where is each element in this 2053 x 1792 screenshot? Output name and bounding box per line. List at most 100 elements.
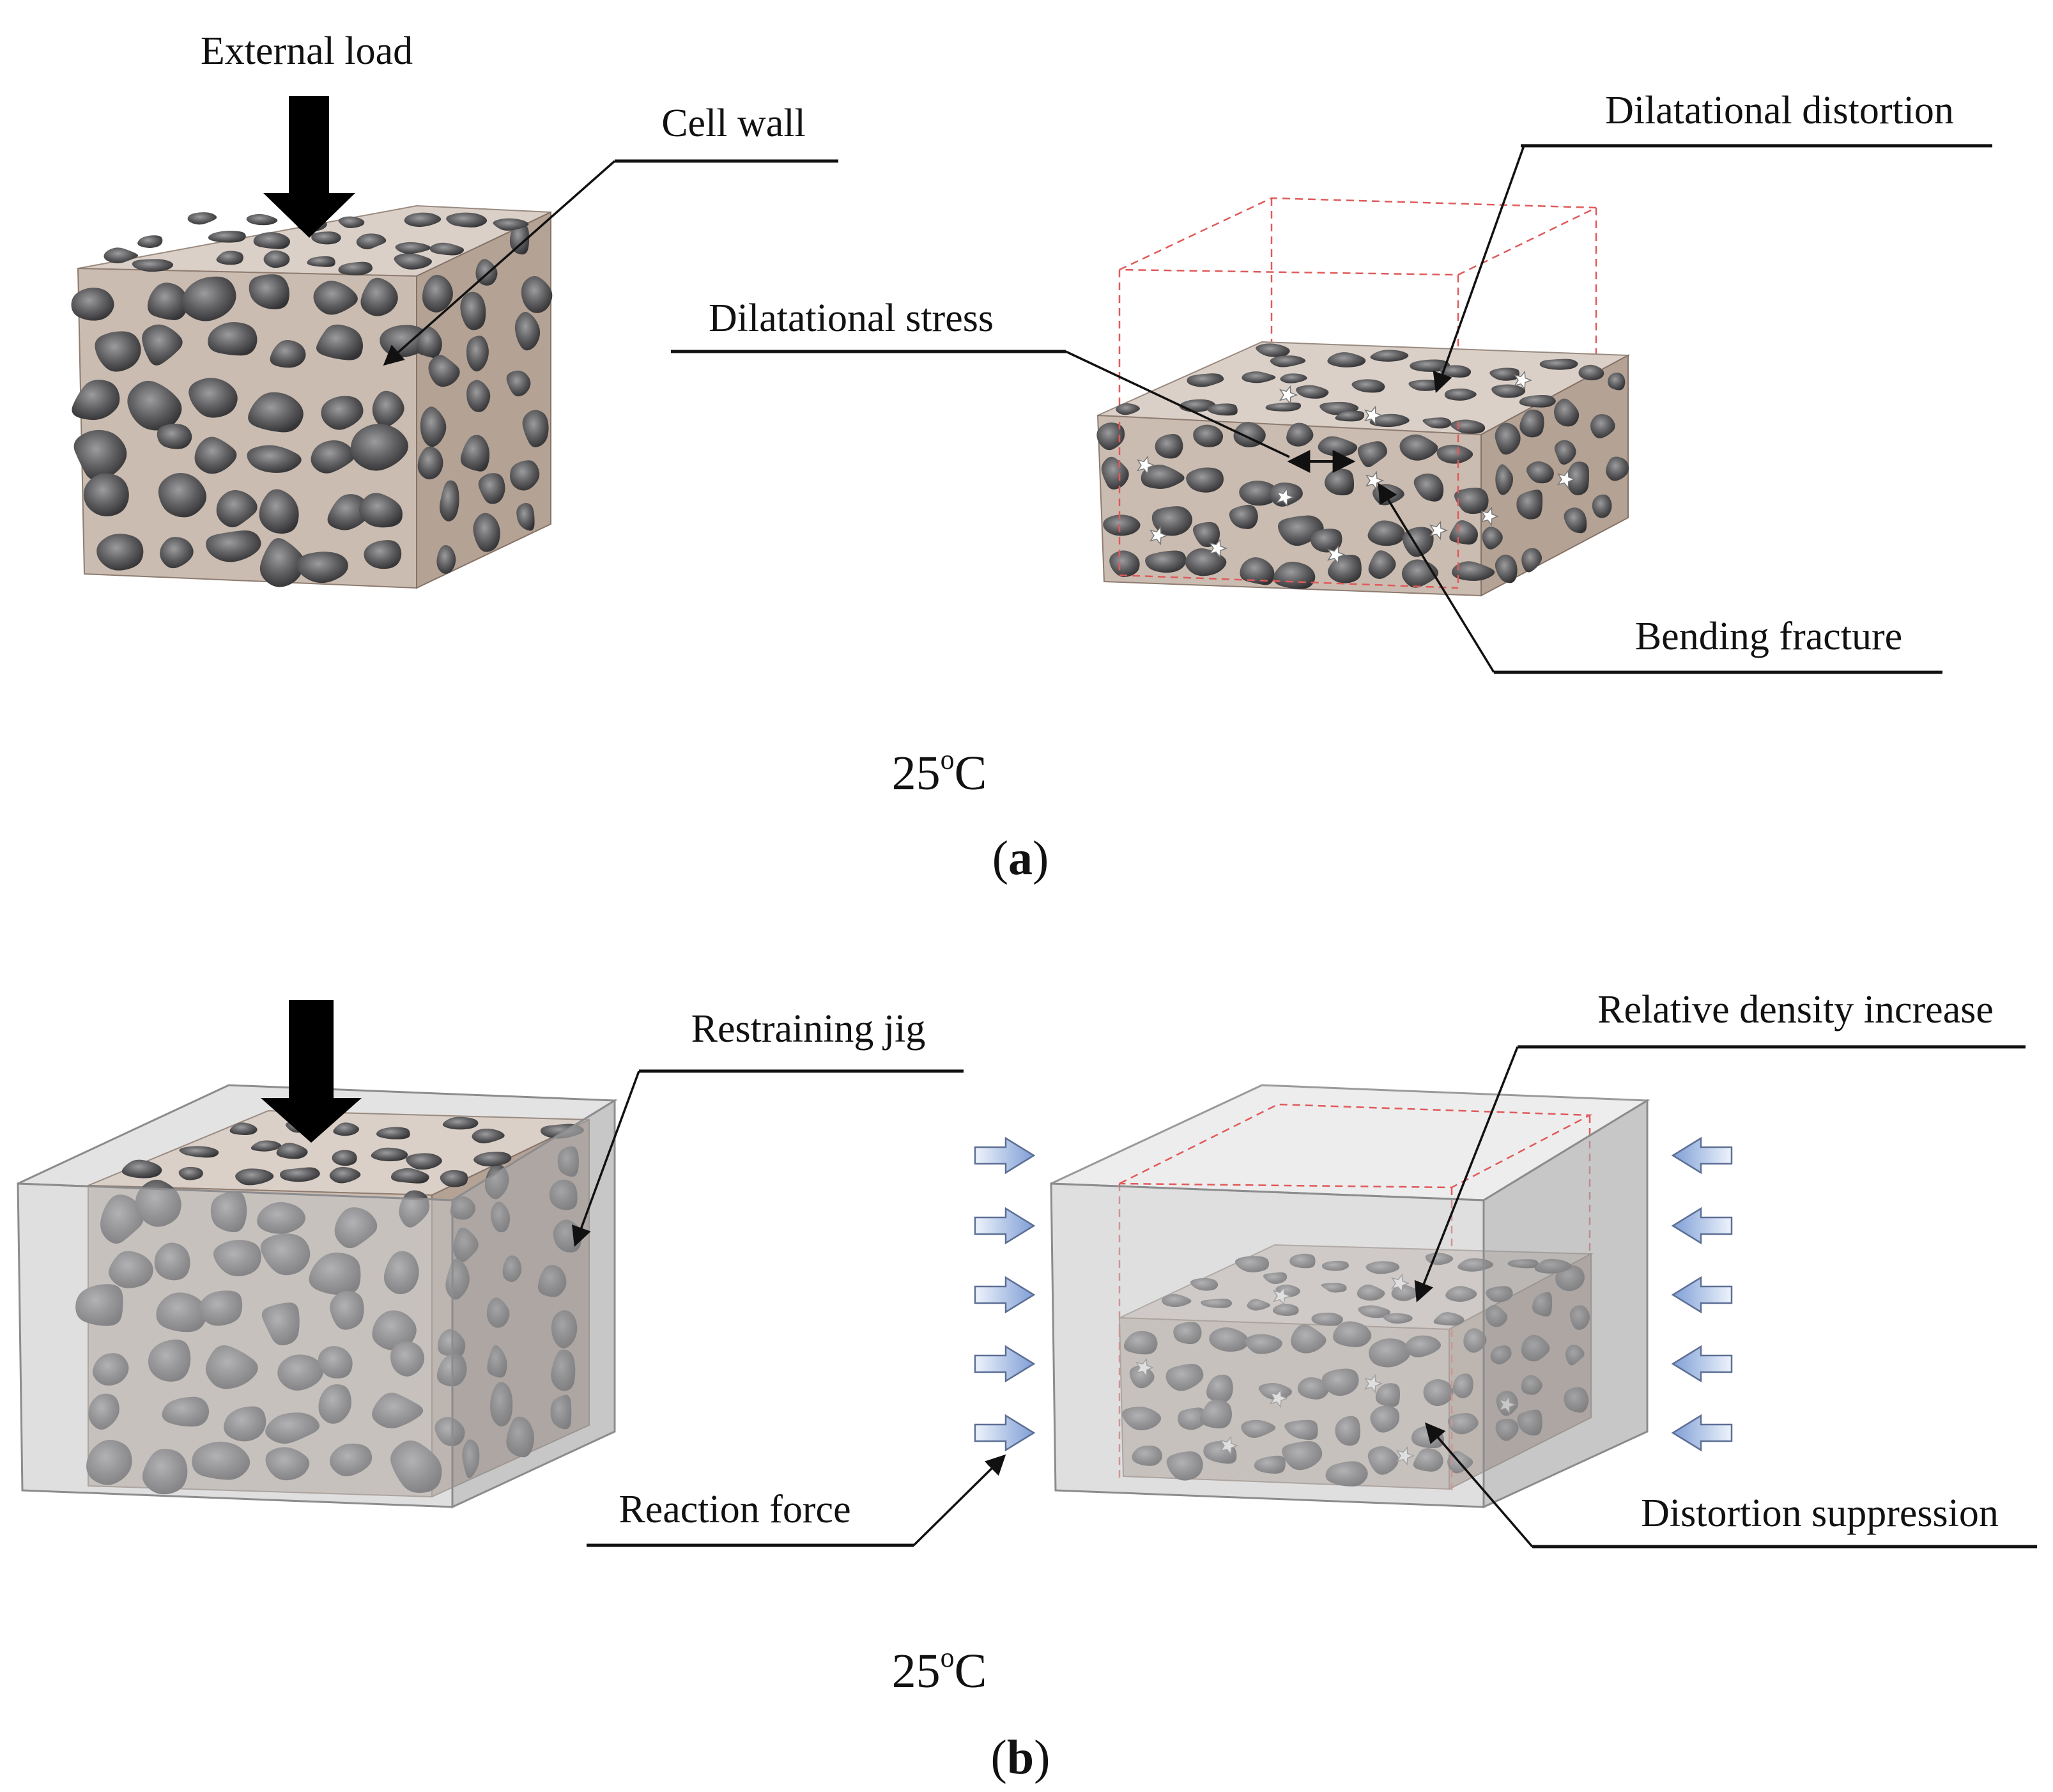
foam-pore xyxy=(1422,417,1452,429)
foam-pore xyxy=(1280,373,1307,383)
restrained-foam-compressed xyxy=(1050,1084,1651,1509)
fracture-mark xyxy=(1327,545,1346,565)
foam-pore xyxy=(1452,561,1495,581)
temperature-b: 25oC xyxy=(892,1642,987,1698)
dilatational-distortion-label: Dilatational distortion xyxy=(1605,89,1954,132)
foam-pore xyxy=(514,312,541,351)
foam-pore xyxy=(371,1147,408,1162)
foam-pore xyxy=(473,513,500,552)
foam-pore xyxy=(1368,550,1396,579)
foam-pore xyxy=(1491,384,1526,398)
foam-pore xyxy=(446,212,488,228)
fracture-mark xyxy=(1279,385,1298,405)
foam-pore xyxy=(376,1127,410,1139)
foam-pore xyxy=(460,291,486,330)
foam-pore xyxy=(249,274,289,309)
foam-pore xyxy=(279,1167,320,1182)
foam-pore xyxy=(127,380,182,431)
panel-label-b: (b) xyxy=(991,1731,1050,1784)
foam-pore xyxy=(71,288,114,321)
foam-pore xyxy=(360,277,398,316)
foam-pore xyxy=(1327,352,1366,367)
foam-pore xyxy=(506,370,531,397)
foam-pore xyxy=(208,231,246,243)
foam-pore xyxy=(327,494,371,530)
foam-pore xyxy=(1554,398,1580,427)
reaction-force-arrow xyxy=(1671,1207,1733,1245)
foam-pore xyxy=(1370,350,1409,362)
foam-pore xyxy=(1187,373,1224,387)
foam-pore xyxy=(259,489,299,534)
foam-pore xyxy=(1399,434,1438,461)
relative-density-increase-label: Relative density increase xyxy=(1597,988,1994,1031)
pores-top xyxy=(1116,343,1604,434)
foam-pore xyxy=(522,410,549,447)
bending-fracture-leader xyxy=(1378,483,1495,673)
foam-pore xyxy=(338,261,373,275)
foam-pore xyxy=(1516,490,1543,520)
foam-pore xyxy=(1116,403,1140,415)
foam-pore xyxy=(247,445,302,473)
foam-pore xyxy=(121,1159,162,1178)
foam-pore xyxy=(1357,441,1387,467)
fracture-mark xyxy=(1429,520,1449,541)
foam-pore xyxy=(1207,403,1238,416)
foam-pore xyxy=(158,473,207,518)
foam-cube-compressed xyxy=(1096,197,1631,597)
foam-pore xyxy=(1242,371,1276,383)
pores-top xyxy=(121,1116,584,1187)
pores-side xyxy=(416,222,553,574)
cell-wall-leader xyxy=(383,160,616,366)
foam-pore xyxy=(1454,488,1489,514)
panel-b: Restraining jig Relative den xyxy=(17,988,2037,1784)
foam-pore xyxy=(350,424,409,471)
foam-pore xyxy=(1351,379,1385,393)
foam-pore xyxy=(1369,413,1410,428)
restrained-foam-initial xyxy=(17,1084,618,1509)
foam-pore xyxy=(1519,394,1556,408)
foam-pore xyxy=(1103,514,1141,536)
bending-fracture-marks xyxy=(1137,370,1576,565)
foam-pore xyxy=(1606,456,1629,481)
reaction-force-arrow xyxy=(974,1414,1036,1452)
foam-pore xyxy=(253,232,291,249)
foam-pore xyxy=(157,423,192,449)
pores-front xyxy=(71,274,432,587)
foam-pore xyxy=(1482,527,1503,550)
foam-pore xyxy=(188,378,238,418)
foam-pore xyxy=(194,436,237,474)
foam-pore xyxy=(1296,385,1329,399)
reaction-force-arrow xyxy=(1671,1345,1733,1383)
fracture-mark xyxy=(1276,487,1295,507)
foam-pore xyxy=(1256,343,1290,357)
external-load-label: External load xyxy=(201,29,413,73)
foam-pore xyxy=(394,253,433,270)
reaction-force-arrows-left xyxy=(974,1136,1036,1452)
foam-pore xyxy=(276,1143,308,1159)
foam-pore xyxy=(493,218,529,231)
foam-pore xyxy=(1335,410,1365,422)
foam-pore xyxy=(395,242,431,254)
foam-pore xyxy=(104,247,139,264)
foam-pore xyxy=(356,233,387,250)
foam-pore xyxy=(248,392,304,433)
foam-pore xyxy=(332,1150,357,1166)
foam-pore xyxy=(216,251,243,265)
foam-pore xyxy=(216,490,258,528)
foam-pore xyxy=(96,534,144,571)
foam-pore xyxy=(1151,506,1193,536)
foam-pore xyxy=(372,390,404,428)
reaction-force-arrows-right xyxy=(1671,1136,1733,1452)
foam-pore xyxy=(1450,419,1486,434)
foam-pore xyxy=(1408,380,1440,391)
foam-pore xyxy=(1526,461,1554,484)
foam-pore xyxy=(390,1168,429,1184)
foam-pore xyxy=(95,331,141,372)
foam-pore xyxy=(263,250,290,268)
foam-pore xyxy=(429,242,465,256)
restraining-jig-side xyxy=(451,1099,616,1509)
foam-pore xyxy=(1539,359,1578,370)
foam-pore xyxy=(440,1170,468,1187)
relative-density-increase-leader xyxy=(1414,1046,1519,1302)
dilatational-distortion-leader xyxy=(1433,145,1525,393)
